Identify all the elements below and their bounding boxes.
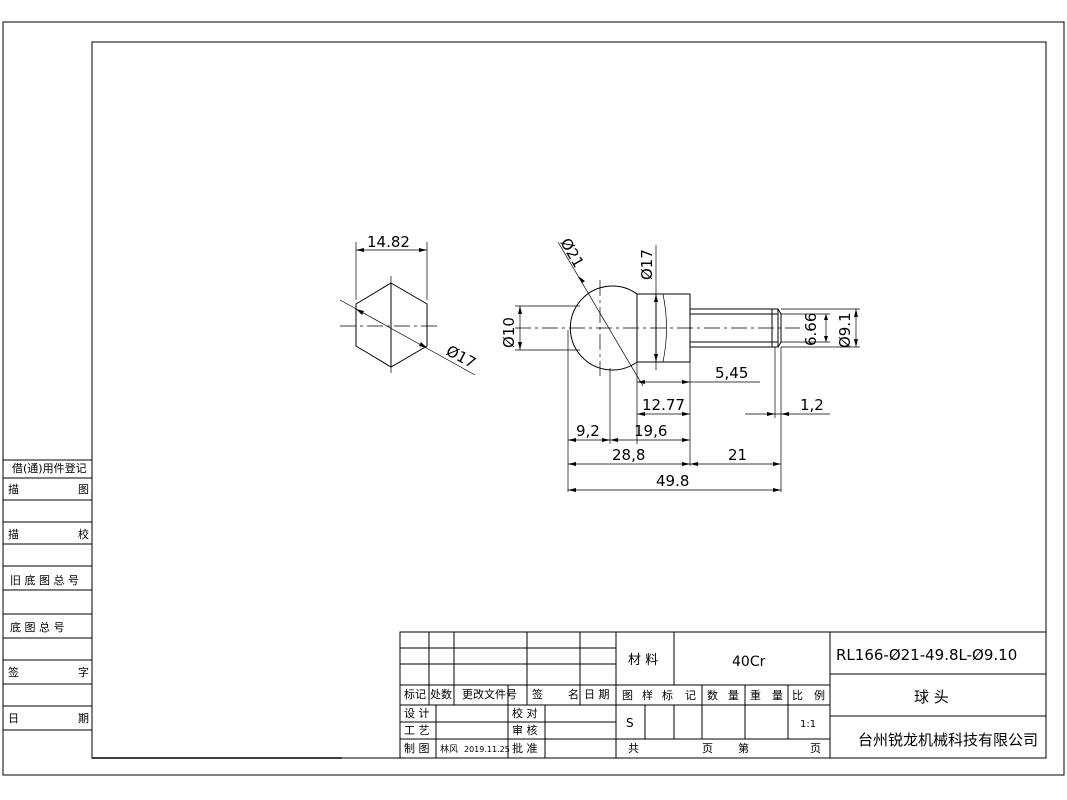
dim-neck-dia: Ø17 [638, 249, 656, 280]
dim-hex-width: 14.82 [367, 233, 410, 251]
dim-ball-dia: Ø21 [557, 235, 588, 271]
side-sign-2: 字 [78, 665, 89, 679]
dim-bore-dia: Ø10 [500, 317, 518, 348]
tb-part-name: 球 头 [914, 688, 949, 706]
tb-proofread: 校 对 [512, 706, 538, 720]
ball-head [569, 285, 638, 371]
tb-col-count: 处数 [430, 688, 452, 701]
dim-12-77: 12.77 [642, 396, 685, 414]
tb-draft-date: 2019.11.25 [464, 745, 510, 754]
tb-col-sign: 签 [532, 687, 543, 701]
hex-view: 14.82 Ø17 [339, 233, 479, 376]
tb-drafting: 制 图 [404, 742, 430, 755]
side-trace-2: 校 [78, 527, 89, 541]
tb-drafter: 林风 [440, 743, 458, 755]
tb-stage-2: 样 [642, 688, 653, 702]
tb-company: 台州锐龙机械科技有限公司 [858, 731, 1038, 749]
tb-sheets-page2: 页 [810, 742, 821, 755]
tb-stage-8: 量 [772, 689, 783, 702]
tb-stage-7: 重 [750, 688, 761, 702]
tb-scale-value: 1:1 [800, 719, 816, 730]
tb-drawing-no: RL166-Ø21-49.8L-Ø9.10 [836, 646, 1017, 664]
tb-material-value: 40Cr [732, 654, 766, 670]
tb-design: 设 计 [404, 707, 430, 720]
dim-thread-dia: Ø9.1 [836, 312, 854, 348]
profile-view: Ø10 Ø21 Ø17 6.66 Ø9.1 5,4 [500, 235, 860, 492]
tb-stage-5: 数 [707, 689, 718, 702]
tb-sheets-page1: 页 [702, 742, 713, 755]
tb-stage-6: 量 [728, 689, 739, 702]
tb-sheets-total: 共 [628, 742, 639, 755]
dim-19-6: 19,6 [634, 422, 667, 440]
tb-stage-4: 记 [685, 689, 696, 702]
side-old-no: 旧 底 图 总 号 [10, 573, 79, 587]
tb-material-label: 材 料 [628, 653, 658, 668]
tb-stage-value: S [626, 716, 634, 730]
thread-shank [689, 308, 779, 348]
tb-sheets-no: 第 [738, 741, 749, 755]
tb-stage-3: 标 [662, 688, 673, 702]
dim-5-45: 5,45 [715, 364, 748, 382]
tb-col-date: 日 期 [584, 688, 610, 701]
side-sign-1: 签 [8, 665, 19, 679]
tb-review: 审 核 [512, 723, 538, 737]
tb-approve: 批 准 [512, 741, 538, 755]
outer-border [2, 21, 1065, 776]
tb-stage-9: 比 [792, 689, 803, 702]
dim-49-8: 49.8 [656, 472, 689, 490]
side-title: 借(通)用件登记 [12, 461, 87, 475]
tb-stage-1: 图 [622, 689, 633, 702]
side-date-2: 期 [78, 712, 89, 725]
dim-9-2: 9,2 [576, 422, 600, 440]
tb-col-mark: 标记 [404, 687, 426, 701]
side-draw-1: 描 [8, 482, 19, 496]
side-panel: 借(通)用件登记 描 图 描 校 旧 底 图 总 号 底 图 总 号 签 字 日… [3, 459, 92, 731]
side-draw-2: 图 [78, 483, 89, 496]
side-date-1: 日 [8, 712, 19, 725]
title-block: 标记 处数 更改文件号 签 名 日 期 设 计 工 艺 制 图 林风 2019.… [399, 631, 1047, 759]
dim-28-8: 28,8 [612, 446, 645, 464]
dim-thread-minor: 6.66 [802, 313, 820, 346]
dim-1-2: 1,2 [800, 396, 824, 414]
tb-process: 工 艺 [404, 724, 430, 737]
side-trace-1: 描 [8, 527, 19, 541]
tb-stage-10: 例 [814, 688, 825, 702]
dim-21: 21 [728, 446, 747, 464]
side-base-no: 底 图 总 号 [10, 620, 65, 634]
tb-col-name: 名 [568, 687, 579, 701]
tb-col-doc: 更改文件号 [462, 687, 517, 701]
